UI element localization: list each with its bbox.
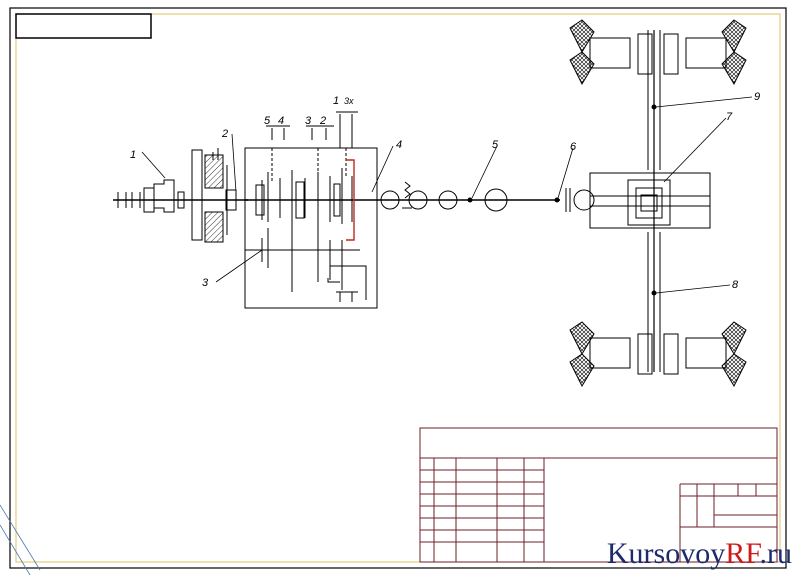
watermark-prefix: Kursovoy — [606, 537, 726, 570]
label-differential: 7 — [726, 111, 733, 123]
propshaft-assembly — [377, 181, 595, 212]
engine — [113, 179, 200, 213]
corner-marks — [0, 504, 41, 576]
watermark: KursovoyRF.ru — [607, 537, 792, 571]
watermark-accent: RF — [725, 537, 760, 570]
label-propshaft-rear: 6 — [570, 141, 577, 153]
label-clutch: 2 — [221, 128, 228, 140]
wheels-top — [569, 19, 747, 86]
label-halfshaft-lower: 8 — [732, 279, 739, 291]
corner-stamp — [15, 13, 152, 39]
label-propshaft-front: 5 — [492, 139, 499, 151]
reverse-gear-highlight — [346, 159, 355, 241]
watermark-suffix: .ru — [759, 537, 793, 570]
label-gear-reverse: 3x — [344, 96, 354, 106]
label-gear-1: 1 — [333, 95, 339, 107]
gearbox — [244, 111, 378, 309]
label-gear-5: 5 — [264, 115, 271, 127]
leader-lines — [141, 96, 753, 294]
clutch — [191, 148, 248, 243]
rear-axle — [589, 30, 711, 372]
inner-frame — [15, 13, 781, 563]
label-gear-2: 2 — [319, 115, 326, 127]
label-gear-3: 3 — [305, 115, 312, 127]
wheels-bottom — [569, 321, 747, 388]
label-engine: 1 — [130, 149, 136, 161]
label-countershaft: 3 — [202, 277, 209, 289]
label-gearbox-output: 4 — [396, 139, 402, 151]
title-block — [419, 427, 778, 563]
label-halfshaft-upper: 9 — [754, 91, 760, 103]
outer-frame — [9, 7, 787, 569]
label-gear-4: 4 — [278, 115, 284, 127]
